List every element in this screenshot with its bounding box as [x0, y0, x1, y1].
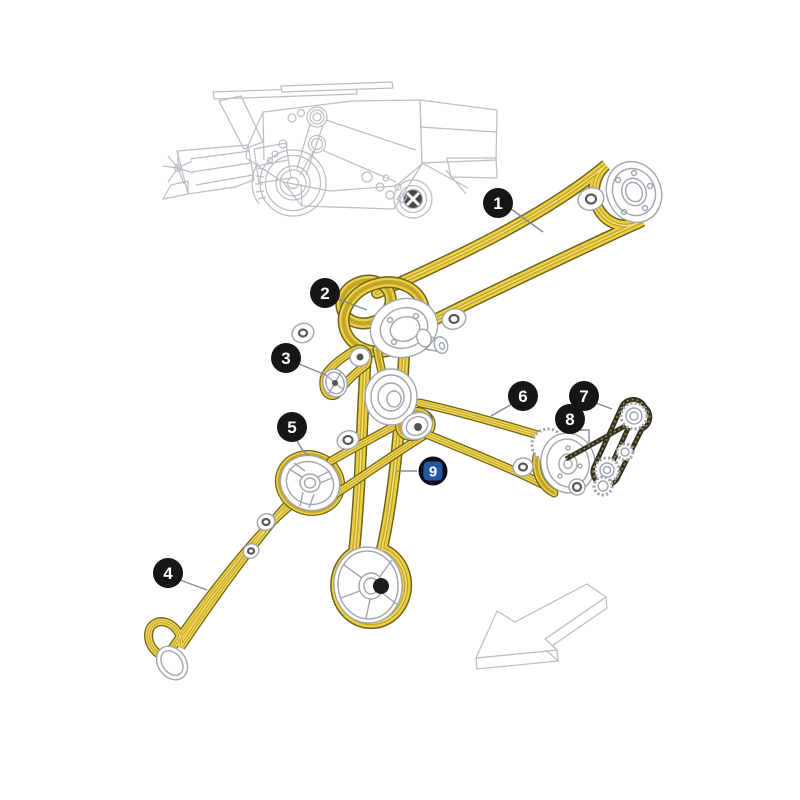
- idler-belt5: [336, 430, 360, 450]
- grommet-below-pulley6: [568, 478, 586, 496]
- sprocket-lower-left: [592, 475, 614, 497]
- callout-5-badge[interactable]: 5: [277, 412, 307, 442]
- direction-arrow: [475, 583, 608, 670]
- pulley-belt3-top: [349, 347, 371, 367]
- sprocket-top: [619, 401, 649, 431]
- idler-near-pulley1: [577, 187, 605, 211]
- rear-wheel-sketch: [393, 179, 433, 219]
- pulley-2-variator: [369, 297, 449, 359]
- pulley-1-top-right: [605, 160, 663, 224]
- header-sketch: [161, 144, 255, 200]
- idler-left-of-pulley2: [291, 322, 315, 344]
- callout-4-badge[interactable]: 4: [153, 558, 183, 588]
- pulley-belt9-bottom: [333, 546, 403, 624]
- callout-5-label: 5: [287, 418, 296, 437]
- callout-1-label: 1: [493, 194, 502, 213]
- callout-8-badge[interactable]: 8: [555, 404, 585, 434]
- callout-9-badge-highlighted[interactable]: 9: [418, 456, 448, 486]
- idler-belt4-lower: [242, 543, 260, 559]
- sprocket-middle: [615, 442, 635, 462]
- callout-2-label: 2: [320, 284, 329, 303]
- callout-7-label: 7: [579, 387, 588, 406]
- idler-belt4-upper: [256, 513, 276, 531]
- callout-1-badge[interactable]: 1: [483, 188, 513, 218]
- callout-2-badge[interactable]: 2: [310, 278, 340, 308]
- machine-pulleys-sketch: [266, 106, 417, 204]
- idler-right-of-pulley2: [441, 308, 467, 330]
- callout-6-label: 6: [518, 387, 527, 406]
- idler-left-of-pulley6: [512, 457, 534, 477]
- callout-4-label: 4: [163, 564, 173, 583]
- pulley-3-spoked: [322, 368, 348, 398]
- pulley-5-spoked: [279, 454, 341, 512]
- callout-leader-lines: [179, 208, 613, 591]
- callout-7-badge[interactable]: 7: [569, 381, 599, 411]
- pulley-stack-lower: [364, 368, 434, 441]
- combine-harvester-drawing: [161, 81, 498, 219]
- callout-9-label: 9: [429, 464, 437, 481]
- callout-8-label: 8: [565, 410, 574, 429]
- callout-9-highlight-square: [423, 461, 443, 481]
- pulley-belt4-end: [155, 645, 189, 681]
- callout-6-badge[interactable]: 6: [508, 381, 538, 411]
- callout-3-badge[interactable]: 3: [271, 343, 301, 373]
- callout-3-label: 3: [281, 349, 290, 368]
